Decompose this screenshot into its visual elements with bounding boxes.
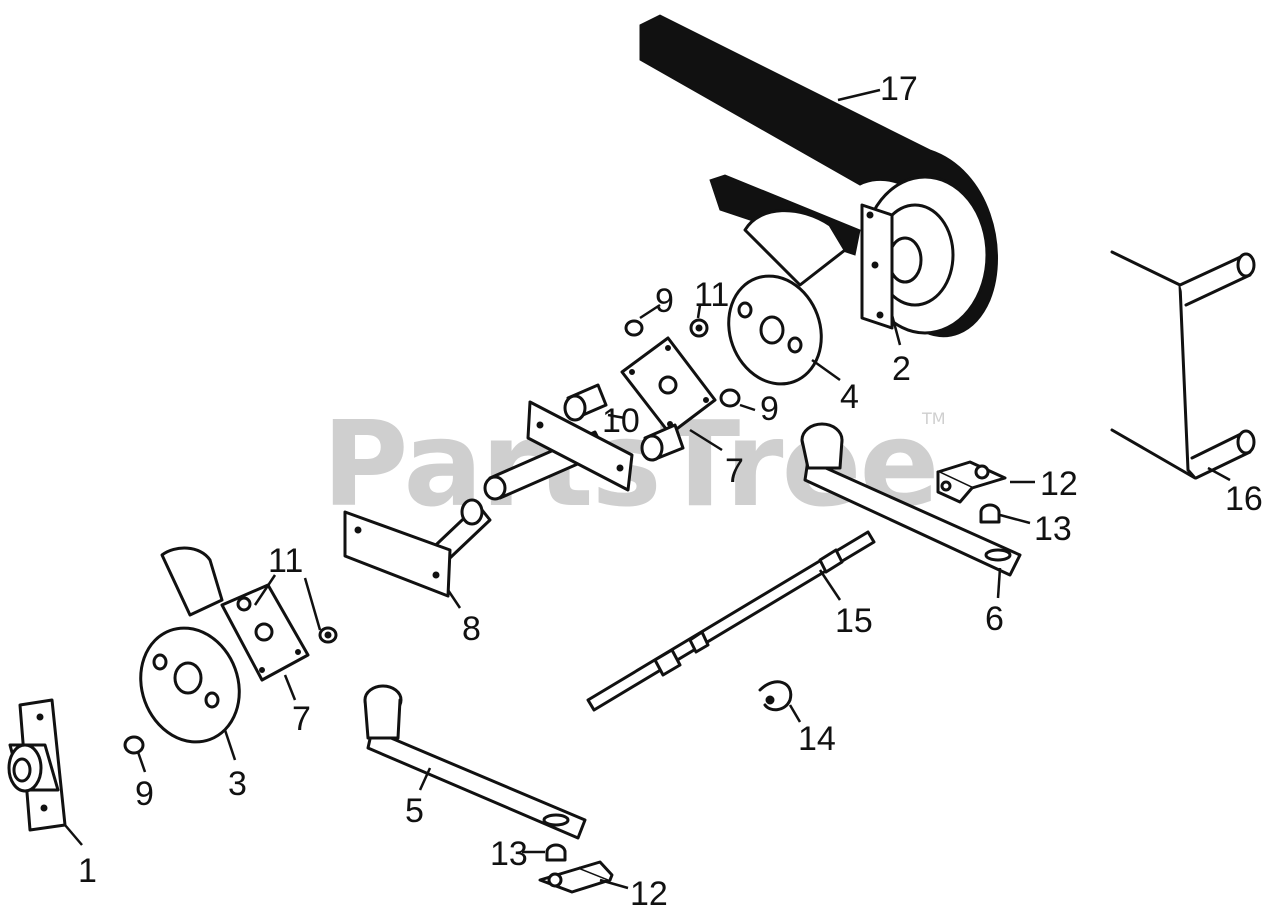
part-12-bracket-right: [936, 460, 1007, 504]
callout-10: 10: [602, 402, 640, 440]
callout-11-lower-plate: 11: [268, 542, 303, 580]
callout-11-upper: 11: [694, 276, 729, 314]
callout-9-right: 9: [760, 390, 779, 428]
part-2-pulley: [860, 175, 989, 335]
callout-13-right: 13: [1034, 510, 1072, 548]
part-10-spacers: [563, 383, 685, 462]
part-7-plate-upper: [620, 336, 717, 436]
callout-3: 3: [228, 765, 247, 803]
part-11-nut-lower: [318, 626, 338, 644]
part-6-arm: [800, 422, 1022, 577]
callout-5: 5: [405, 792, 424, 830]
callout-9-upper: 9: [655, 282, 674, 320]
callout-2: 2: [892, 350, 911, 388]
part-shaft-assembly: [483, 400, 634, 501]
part-4-impeller: [727, 209, 847, 386]
callout-12-lower: 12: [630, 875, 668, 913]
callout-6: 6: [985, 600, 1004, 638]
callout-9-lower: 9: [135, 775, 154, 813]
part-13-nut-right: [979, 503, 1001, 524]
callout-labels: 17 2 4 9 11 9 10 7 8 6 12 13 15 14 16 11…: [78, 70, 1263, 913]
callout-1: 1: [78, 852, 97, 890]
callout-4: 4: [840, 378, 859, 416]
callout-7-lower: 7: [292, 700, 311, 738]
part-7-plate-lower: [220, 583, 310, 682]
callout-14: 14: [798, 720, 836, 758]
part-9-nut-lower: [123, 735, 145, 755]
part-9-nut-upper: [624, 319, 644, 337]
leader-lines: [64, 88, 1231, 890]
callout-13-lower: 13: [490, 835, 528, 873]
callout-16: 16: [1225, 480, 1263, 518]
callout-17: 17: [880, 70, 918, 108]
part-11-nut-upper: [689, 318, 709, 338]
part-12-bracket-lower: [538, 860, 614, 894]
part-9-nut-right: [719, 388, 741, 408]
part-1-bearing: [7, 698, 67, 832]
part-8-shaft-plate: [343, 498, 492, 598]
part-3-impeller: [139, 546, 241, 744]
callout-7-upper: 7: [725, 452, 744, 490]
callout-15: 15: [835, 602, 873, 640]
callout-12-right: 12: [1040, 465, 1078, 503]
part-14-clip: [758, 680, 793, 712]
part-13-nut-lower: [545, 843, 567, 862]
part-16-handle: [1110, 250, 1256, 480]
part-5-arm: [363, 684, 587, 840]
part-15-rod: [586, 530, 876, 712]
callout-8: 8: [462, 610, 481, 648]
watermark-trademark: TM: [921, 409, 946, 428]
